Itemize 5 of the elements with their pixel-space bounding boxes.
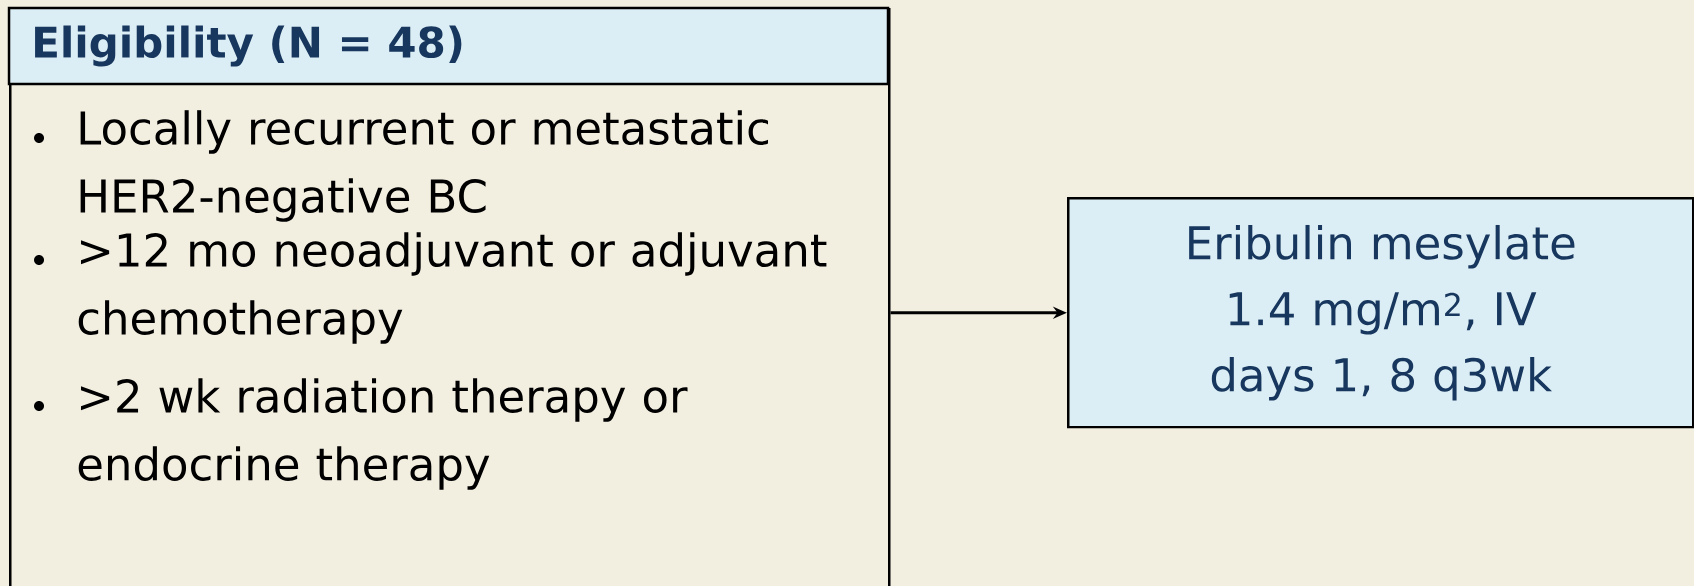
- treatment-box: Eribulin mesylate 1.4 mg/m$^{2}$, IV days 1, 8 q3wk: [1067, 197, 1694, 429]
- list-item: Locally recurrent or metastatic HER2-negative BC: [80, 110, 768, 222]
- header-band: Eligibility (N = 48): [7, 6, 890, 86]
- list-item: >12 mo neoadjuvant or adjuvant chemotherapy: [78, 232, 827, 344]
- list-item: >2 wk radiation therapy or endocrine therapy: [78, 378, 688, 490]
